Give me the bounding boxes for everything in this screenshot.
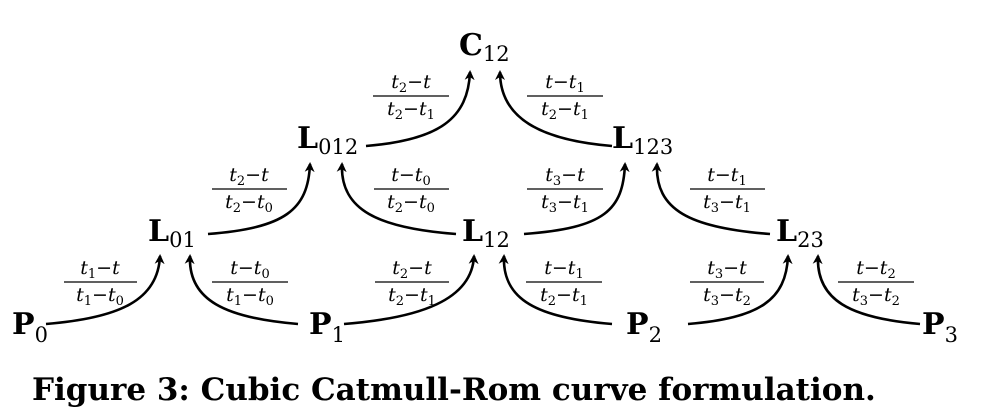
arrow-p3-l23 — [812, 254, 921, 326]
weight-denominator: t3−t2 — [703, 284, 751, 309]
weight-denominator: t3−t1 — [541, 191, 589, 216]
weight-denominator: t2−t1 — [387, 98, 435, 123]
node-p0: P0 — [12, 307, 48, 347]
arrow-l12-l123 — [523, 162, 630, 236]
weight-numerator: t−t1 — [707, 164, 746, 189]
weight-numerator: t−t1 — [544, 257, 583, 282]
weight-l12-l123: t3−t t3−t1 — [527, 164, 603, 216]
weight-p0-l01: t1−t t1−t0 — [64, 257, 137, 309]
arrow-l23-l123 — [651, 162, 771, 236]
weight-numerator: t−t0 — [230, 257, 269, 282]
weight-l012-c12: t2−t t2−t1 — [373, 71, 449, 123]
weight-denominator: t1−t0 — [226, 284, 274, 309]
weight-denominator: t2−t1 — [388, 284, 436, 309]
arrow-p2-l12 — [498, 254, 613, 326]
arrow-l12-l012 — [336, 162, 457, 236]
node-l123: L123 — [612, 121, 673, 159]
weight-numerator: t−t0 — [391, 164, 430, 189]
figure-caption: Figure 3: Cubic Catmull-Rom curve formul… — [32, 372, 876, 408]
weight-denominator: t2−t0 — [387, 191, 435, 216]
weight-l01-l012: t2−t t2−t0 — [212, 164, 287, 216]
weight-numerator: t3−t — [707, 257, 747, 282]
weight-numerator: t1−t — [80, 257, 120, 282]
weight-numerator: t3−t — [545, 164, 585, 189]
arrow-p2-l23 — [687, 254, 793, 326]
weight-numerator: t2−t — [229, 164, 269, 189]
arrow-l123-c12 — [495, 70, 613, 148]
arrow-p0-l01 — [45, 254, 165, 326]
node-p3: P3 — [922, 307, 958, 347]
weight-p3-l23: t−t2 t3−t2 — [838, 257, 914, 309]
weight-numerator: t−t1 — [545, 71, 584, 96]
weight-denominator: t2−t0 — [225, 191, 273, 216]
weight-l12-l012: t−t0 t2−t0 — [374, 164, 449, 216]
weight-p2-l23: t3−t t3−t2 — [690, 257, 764, 309]
arrow-p1-l12 — [343, 254, 479, 326]
arrow-l01-l012 — [207, 162, 315, 236]
weight-l23-l123: t−t1 t3−t1 — [690, 164, 765, 216]
arrows — [45, 70, 921, 326]
node-l012: L012 — [297, 121, 358, 159]
arrow-p1-l01 — [184, 254, 299, 326]
weight-denominator: t2−t1 — [541, 98, 589, 123]
node-p2: P2 — [626, 307, 662, 347]
weight-numerator: t2−t — [391, 71, 431, 96]
node-l23: L23 — [776, 214, 824, 252]
catmull-rom-pyramid-diagram: P0 P1 P2 P3 L01 L12 L23 L012 L123 C12 t1… — [12, 28, 958, 347]
weight-p1-l12: t2−t t2−t1 — [375, 257, 449, 309]
arrow-l012-c12 — [365, 70, 475, 148]
weight-denominator: t1−t0 — [76, 284, 124, 309]
weight-denominator: t2−t1 — [540, 284, 588, 309]
weight-numerator: t2−t — [392, 257, 432, 282]
node-l12: L12 — [462, 214, 510, 252]
weight-p1-l01: t−t0 t1−t0 — [212, 257, 288, 309]
node-p1: P1 — [309, 307, 345, 347]
weight-numerator: t−t2 — [856, 257, 895, 282]
node-l01: L01 — [148, 214, 196, 252]
weight-p2-l12: t−t1 t2−t1 — [526, 257, 602, 309]
weight-denominator: t3−t2 — [852, 284, 900, 309]
weight-denominator: t3−t1 — [703, 191, 751, 216]
node-c12: C12 — [459, 28, 510, 66]
weight-l123-c12: t−t1 t2−t1 — [527, 71, 603, 123]
